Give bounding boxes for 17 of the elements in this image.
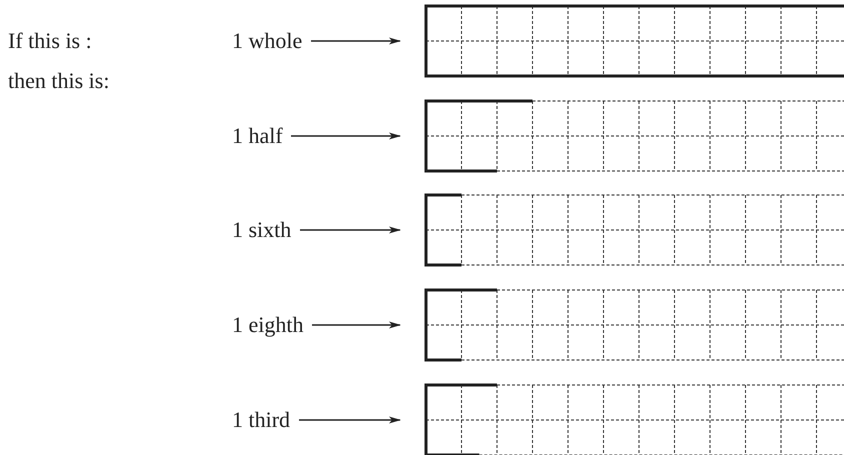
fraction-label: 1 third	[232, 407, 299, 433]
fraction-label: 1 half	[232, 123, 291, 149]
grid-drawing	[424, 4, 844, 78]
fraction-label: 1 eighth	[232, 312, 312, 338]
fraction-label: 1 whole	[232, 28, 311, 54]
arrow	[299, 416, 401, 424]
grid-drawing	[424, 384, 844, 455]
grid-drawing	[424, 194, 844, 266]
arrow	[311, 38, 401, 44]
arrow	[291, 132, 401, 140]
fraction-label: 1 sixth	[232, 217, 300, 243]
prompt-text: then this is:	[8, 68, 110, 94]
prompt-text: If this is :	[8, 28, 92, 54]
grid-drawing	[424, 100, 844, 172]
arrow	[312, 322, 401, 328]
grid-drawing	[424, 288, 844, 362]
arrow	[300, 226, 401, 234]
